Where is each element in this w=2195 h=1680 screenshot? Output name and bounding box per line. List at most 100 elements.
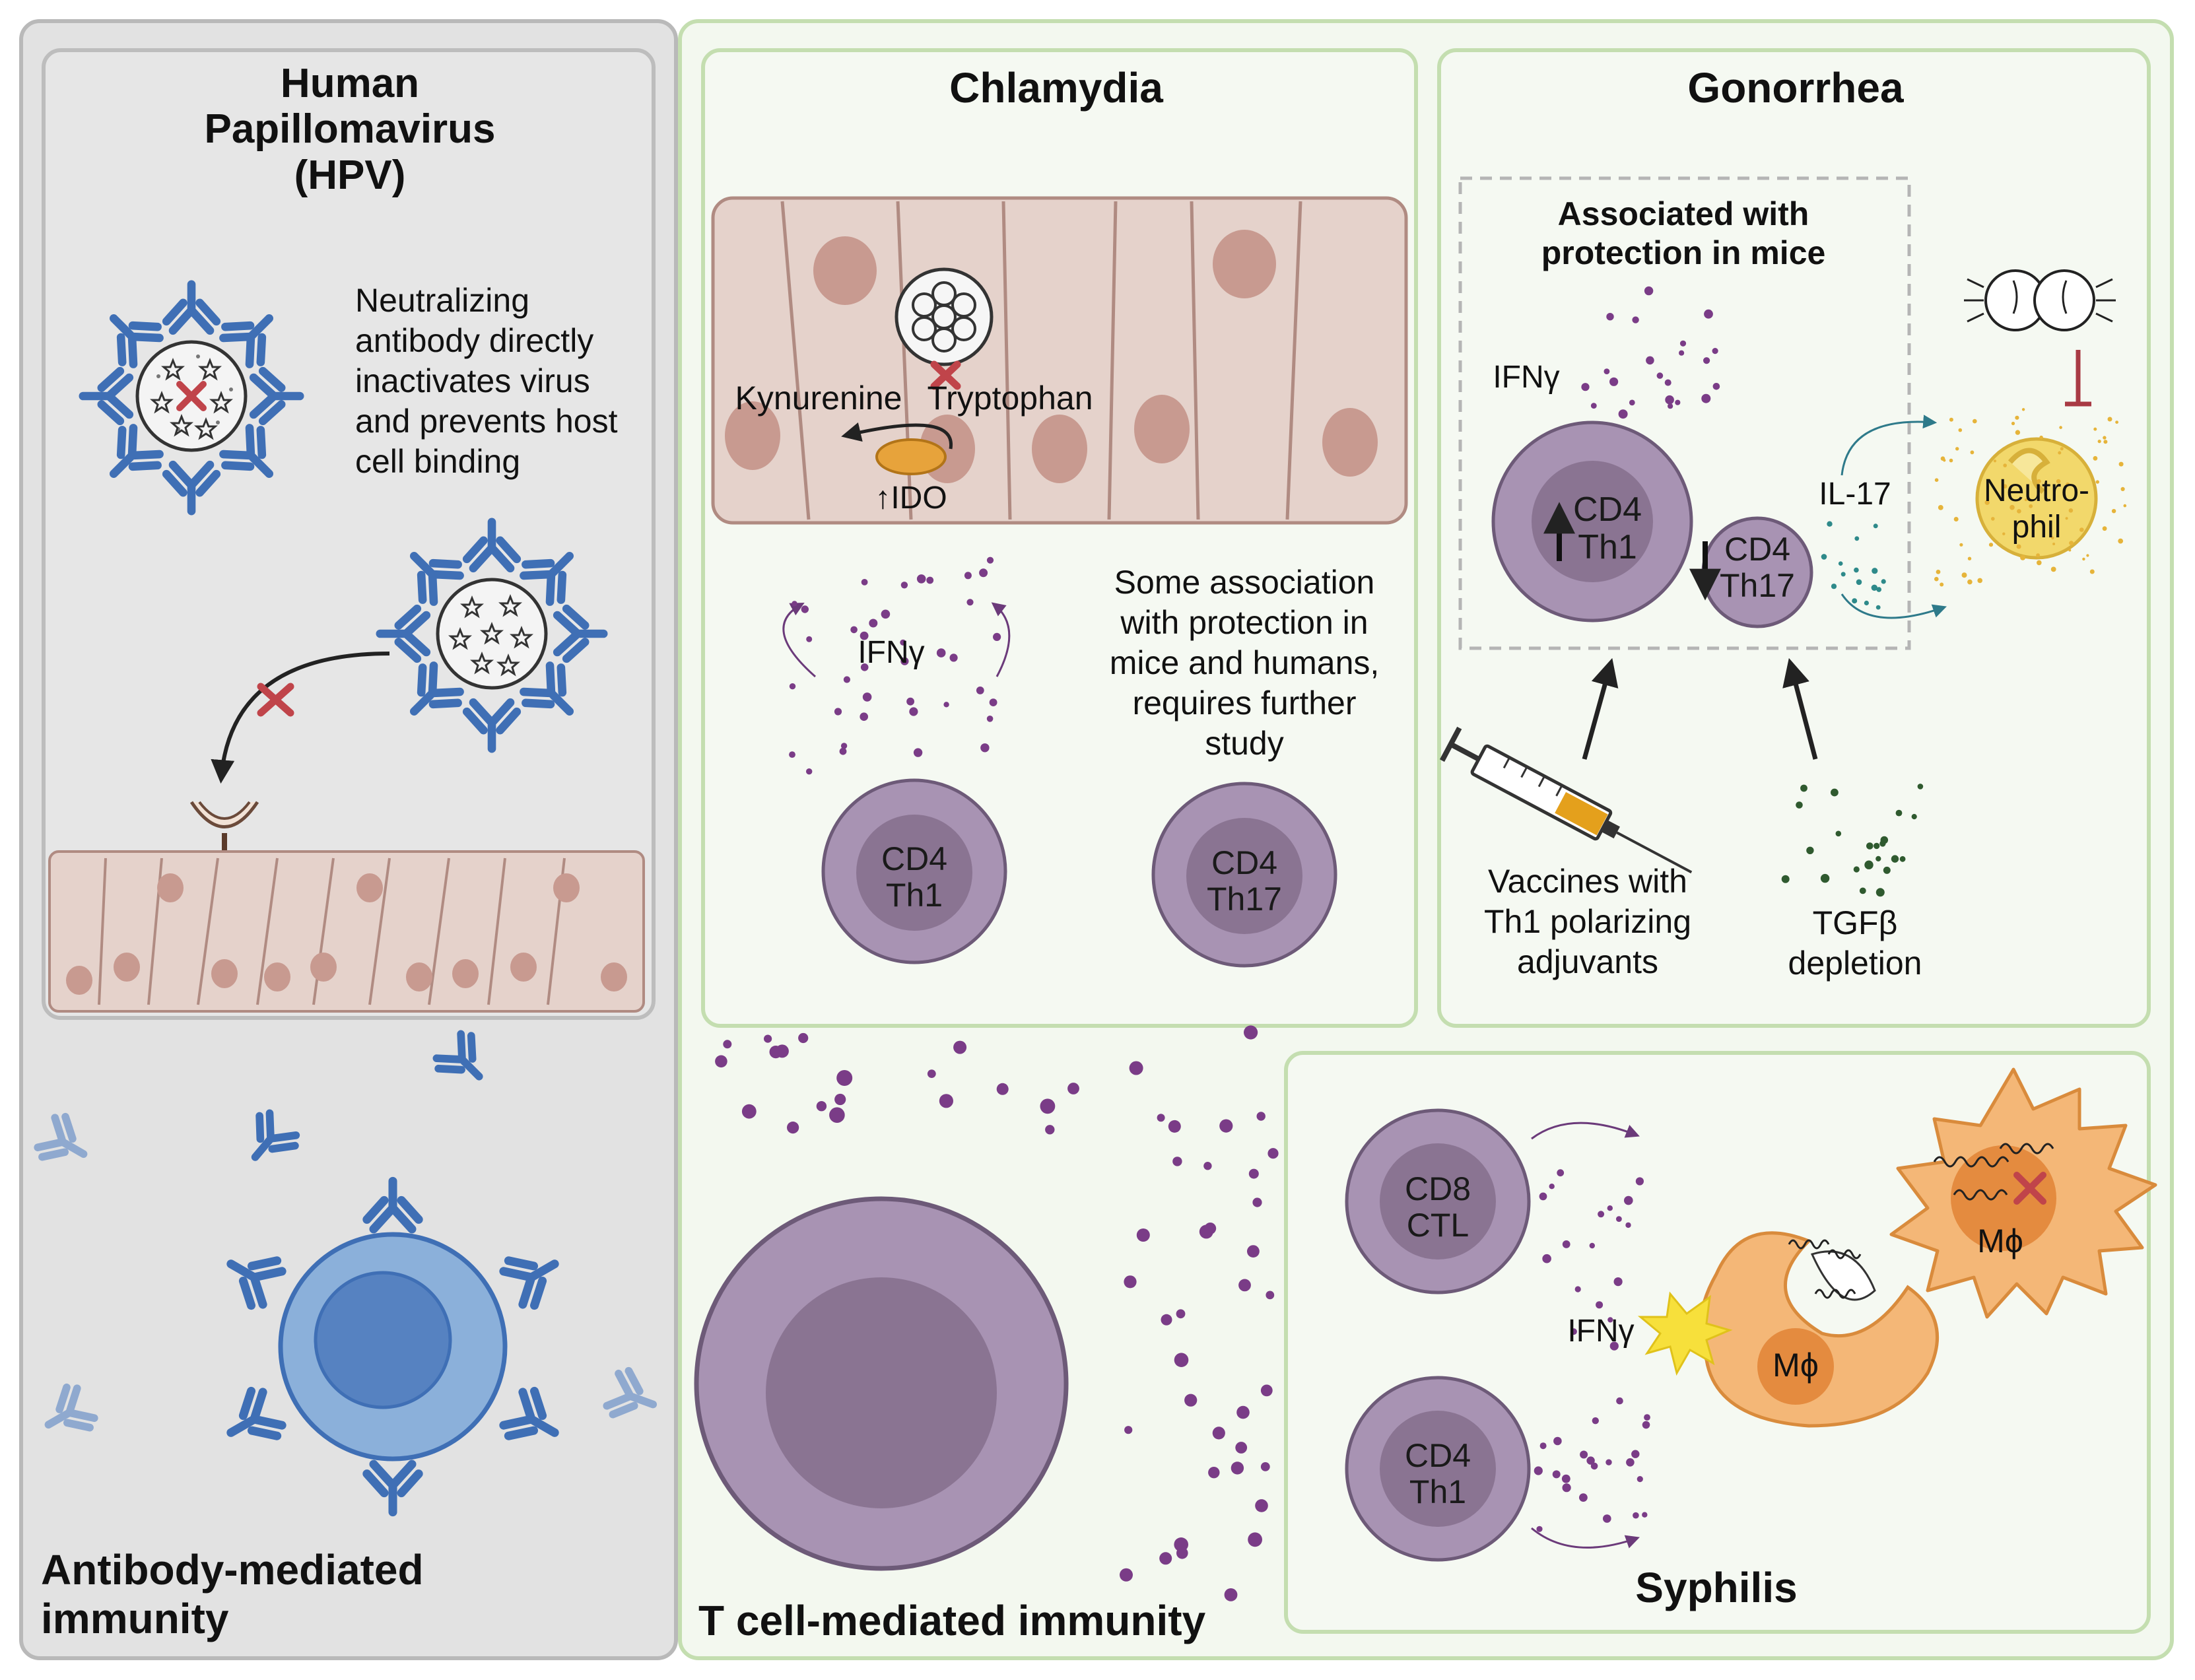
cytokine-dot [979, 568, 988, 578]
cytokine-dot [1613, 1277, 1623, 1287]
cytokine-dot [976, 687, 984, 694]
cytokine-dot [927, 1069, 936, 1078]
protection-box [1458, 176, 1911, 650]
cytokine-dot [1204, 1223, 1217, 1234]
note-line: Some association [1114, 564, 1375, 601]
il17-dot [1881, 579, 1886, 584]
cytokine-dot [1631, 1450, 1640, 1458]
cytokine-dot [834, 708, 842, 716]
neutrophil-label: Neutro- phil [1964, 473, 2109, 545]
cytokine-dot [1184, 1394, 1198, 1407]
tgf-dot [1883, 866, 1891, 874]
cytokine-dot [1570, 1328, 1577, 1335]
il17-dot [1875, 605, 1881, 610]
cytokine-dot [1267, 1148, 1279, 1159]
cell-label-line: CD4 [881, 840, 948, 877]
cytokine-dot [769, 1046, 782, 1059]
box-title-line: protection in mice [1541, 234, 1826, 271]
cytokine-dots [715, 286, 2127, 1601]
cytokine-dot [1603, 1514, 1611, 1523]
vaccine-label-line: Vaccines with [1488, 863, 1687, 900]
il17-dot [1873, 523, 1878, 529]
cytokine-dot [862, 692, 872, 702]
cytokine-dot [1606, 313, 1614, 321]
cytokine-dot [1618, 409, 1628, 419]
cytokine-dot [909, 707, 918, 716]
granule-dot [1973, 419, 1977, 424]
cytokine-dot [1574, 1286, 1581, 1293]
granule-dot [2089, 569, 2095, 574]
cytokine-dot [1632, 316, 1639, 323]
cytokine-dot [1616, 1216, 1622, 1222]
granule-dot [1961, 572, 1967, 578]
granule-dot [2079, 527, 2084, 532]
syphilis-ifn-label: IFNγ [1567, 1314, 1635, 1349]
cytokine-dot [1626, 1458, 1635, 1467]
granule-dot [2066, 482, 2070, 487]
il17-dot [1831, 584, 1837, 589]
hpv-description-line: inactivates virus [355, 362, 590, 399]
cytokine-dot [1174, 1353, 1189, 1367]
granule-dot [1949, 417, 1953, 422]
tgf-dot [1875, 888, 1885, 897]
cytokine-dot [1580, 1450, 1588, 1459]
granule-dot [1938, 505, 1943, 510]
cytokine-dot [843, 676, 850, 683]
granule-dot [1955, 447, 1959, 451]
b-cell-icon [218, 1181, 567, 1512]
receptor-icon [189, 801, 259, 878]
ido-label: ↑IDO [875, 481, 947, 516]
cytokine-dot [1607, 1205, 1613, 1211]
cytokine-dot [1129, 1061, 1143, 1075]
granule-dot [2002, 532, 2006, 535]
note-line: requires further [1132, 685, 1357, 722]
gonorrhea-title: Gonorrhea [1687, 64, 1904, 112]
cytokine-dot [1542, 1254, 1551, 1263]
granule-dot [2107, 417, 2112, 422]
chlamydia-th17-cell [1151, 782, 1337, 968]
cytokine-dot [764, 1034, 772, 1043]
chlamydia-th1-label: CD4 Th1 [848, 841, 980, 914]
cytokine-dot [1586, 1456, 1595, 1465]
granule-dot [2009, 504, 2015, 510]
antibody-immunity-label: Antibody-mediated immunity [41, 1546, 503, 1643]
gonococcus-icon [1964, 269, 2116, 331]
granule-dot [1977, 578, 1982, 584]
cytokine-dot [1712, 348, 1718, 354]
cytokine-dot [1176, 1309, 1186, 1319]
cytokine-dot [860, 663, 869, 671]
cytokine-dot [850, 626, 858, 634]
cytokine-dot [996, 1083, 1009, 1095]
cytokine-dot [1136, 1228, 1150, 1242]
syphilis-th1-label: CD4 Th1 [1372, 1438, 1504, 1510]
il17-dot [1872, 568, 1878, 574]
neutrophil-label-line: Neutro- [1983, 473, 2090, 508]
gonorrhea-ifn-label: IFNγ [1493, 360, 1560, 395]
cytokine-dot [1260, 1384, 1273, 1397]
granule-dot [2036, 553, 2041, 557]
cytokine-dot [1252, 1197, 1262, 1207]
cytokine-dot [1675, 399, 1681, 405]
granule-dot [1967, 556, 1972, 560]
cytokine-dot [943, 702, 949, 708]
cytokine-dot [1260, 1462, 1270, 1471]
vaccine-label-line: adjuvants [1516, 943, 1659, 980]
granule-dot [1940, 456, 1945, 461]
chlamydia-note: Some association with protection in mice… [1083, 562, 1406, 764]
granule-dot [2123, 504, 2127, 508]
cell-label-line: CD4 [1404, 1437, 1471, 1474]
cytokine-dot [1549, 1184, 1555, 1190]
burst-icon [1637, 1291, 1733, 1376]
cytokine-dot [806, 636, 813, 642]
tgf-dot [1800, 784, 1807, 792]
cytokine-dot [789, 751, 795, 758]
granule-dot [2060, 447, 2064, 451]
cytokine-dot [1157, 1114, 1165, 1122]
tgf-dot [1853, 866, 1860, 873]
cytokine-dot [1067, 1083, 1079, 1094]
cytokine-dot [916, 574, 926, 584]
cytokine-dot [1592, 1417, 1599, 1425]
il17-dot [1827, 521, 1833, 527]
cytokine-dot [1248, 1532, 1262, 1547]
syphilis-th1-cell [1345, 1376, 1531, 1562]
